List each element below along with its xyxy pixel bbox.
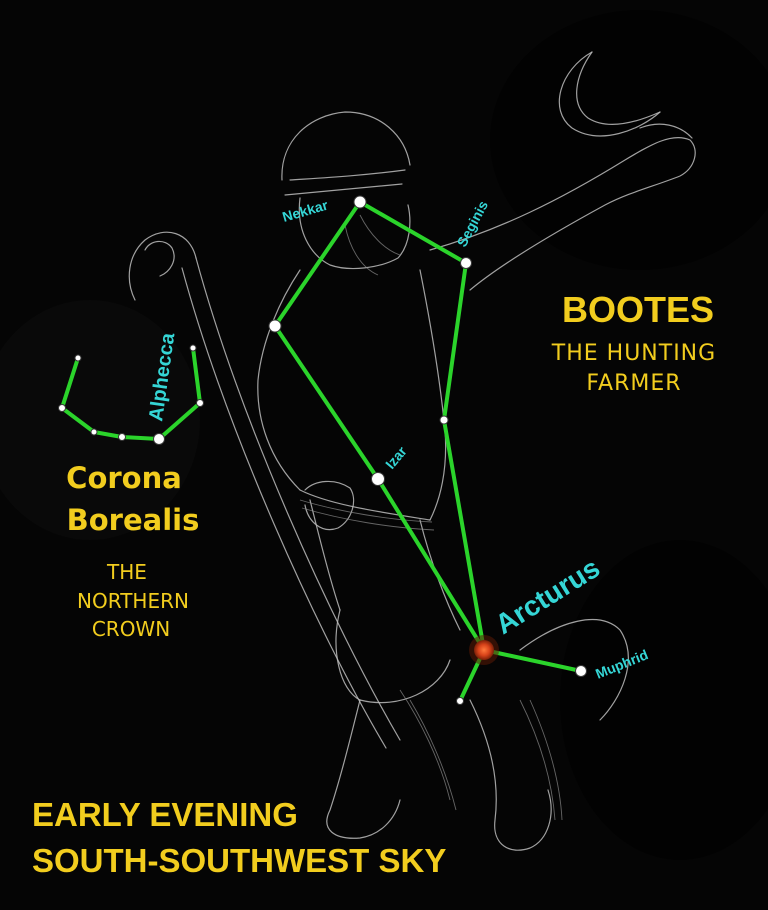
line-nekkar-shoulder bbox=[273, 200, 362, 328]
corona-title-line2: Borealis bbox=[67, 503, 200, 537]
bootes-subtitle-line2: FARMER bbox=[586, 371, 681, 396]
bootes-title-block: BOOTES THE HUNTING FARMER bbox=[551, 289, 716, 396]
star-crb-3 bbox=[90, 428, 98, 436]
line-crb-4 bbox=[120, 435, 161, 441]
star-seginis bbox=[460, 257, 472, 269]
background-shading bbox=[0, 10, 768, 860]
line-seginis-delta bbox=[442, 261, 468, 422]
star-crb-6 bbox=[196, 399, 204, 407]
star-shoulder bbox=[268, 319, 282, 333]
star-muphrid bbox=[575, 665, 587, 677]
bootes-figure-drawing bbox=[128, 51, 696, 851]
line-izar-arcturus bbox=[376, 477, 486, 652]
line-crb-5 bbox=[157, 401, 202, 441]
corona-subtitle-line3: CROWN bbox=[92, 617, 170, 641]
star-delta bbox=[439, 415, 449, 425]
caption-line2: SOUTH-SOUTHWEST SKY bbox=[32, 842, 446, 879]
line-nekkar-seginis bbox=[358, 200, 468, 265]
line-shoulder-izar bbox=[273, 324, 380, 481]
star-arcturus bbox=[474, 640, 494, 660]
bootes-title: BOOTES bbox=[562, 289, 714, 330]
star-crb-1 bbox=[74, 354, 82, 362]
corona-subtitle-line2: NORTHERN bbox=[77, 589, 189, 613]
bootes-constellation-lines bbox=[273, 200, 583, 703]
caption-line1: EARLY EVENING bbox=[32, 796, 298, 833]
label-nekkar: Nekkar bbox=[280, 196, 330, 224]
star-markers bbox=[58, 195, 587, 705]
star-zeta bbox=[456, 697, 464, 705]
corona-borealis-title-block: Corona Borealis THE NORTHERN CROWN bbox=[66, 461, 199, 641]
line-crb-6 bbox=[191, 346, 202, 405]
bootes-subtitle-line1: THE HUNTING bbox=[551, 341, 716, 366]
star-crb-4 bbox=[118, 433, 126, 441]
line-delta-arcturus bbox=[442, 418, 486, 652]
corona-subtitle-line1: THE bbox=[106, 560, 147, 584]
star-crb-7 bbox=[189, 344, 197, 352]
line-arcturus-muphrid bbox=[482, 648, 583, 673]
star-labels: Nekkar Seginis Izar Arcturus Muphrid Alp… bbox=[145, 196, 650, 681]
line-crb-1 bbox=[60, 356, 80, 410]
line-crb-3 bbox=[92, 430, 124, 439]
line-crb-2 bbox=[60, 406, 96, 434]
label-izar: Izar bbox=[382, 443, 410, 472]
star-izar bbox=[371, 472, 385, 486]
caption-block: EARLY EVENING SOUTH-SOUTHWEST SKY bbox=[32, 796, 446, 879]
corona-title-line1: Corona bbox=[66, 461, 182, 495]
star-nekkar bbox=[353, 195, 367, 209]
star-alphecca bbox=[153, 433, 165, 445]
star-crb-2 bbox=[58, 404, 66, 412]
label-seginis: Seginis bbox=[454, 198, 492, 250]
corona-borealis-lines bbox=[60, 346, 202, 441]
